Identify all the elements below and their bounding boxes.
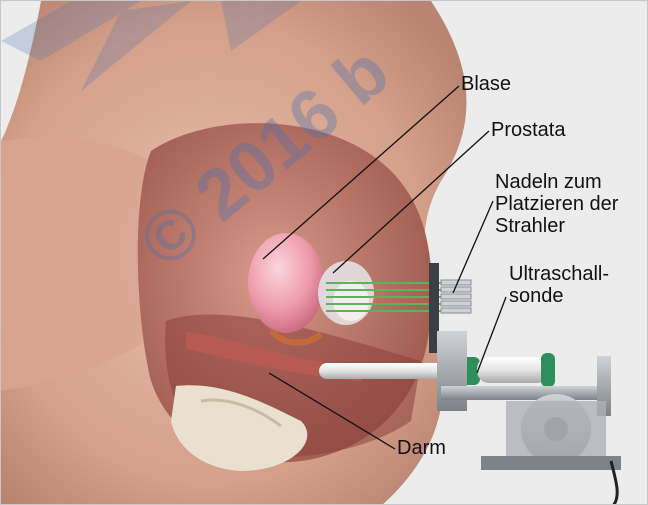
label-blase: Blase bbox=[461, 73, 511, 95]
label-ultraschall-line1: Ultraschall- bbox=[509, 263, 609, 285]
label-nadeln-line1: Nadeln zum bbox=[495, 171, 602, 193]
label-darm: Darm bbox=[397, 437, 446, 459]
label-prostata: Prostata bbox=[491, 119, 565, 141]
label-nadeln-line2: Platzieren der bbox=[495, 193, 618, 215]
label-ultraschall-line2: sonde bbox=[509, 285, 564, 307]
label-nadeln-line3: Strahler bbox=[495, 215, 565, 237]
bladder bbox=[248, 233, 324, 333]
